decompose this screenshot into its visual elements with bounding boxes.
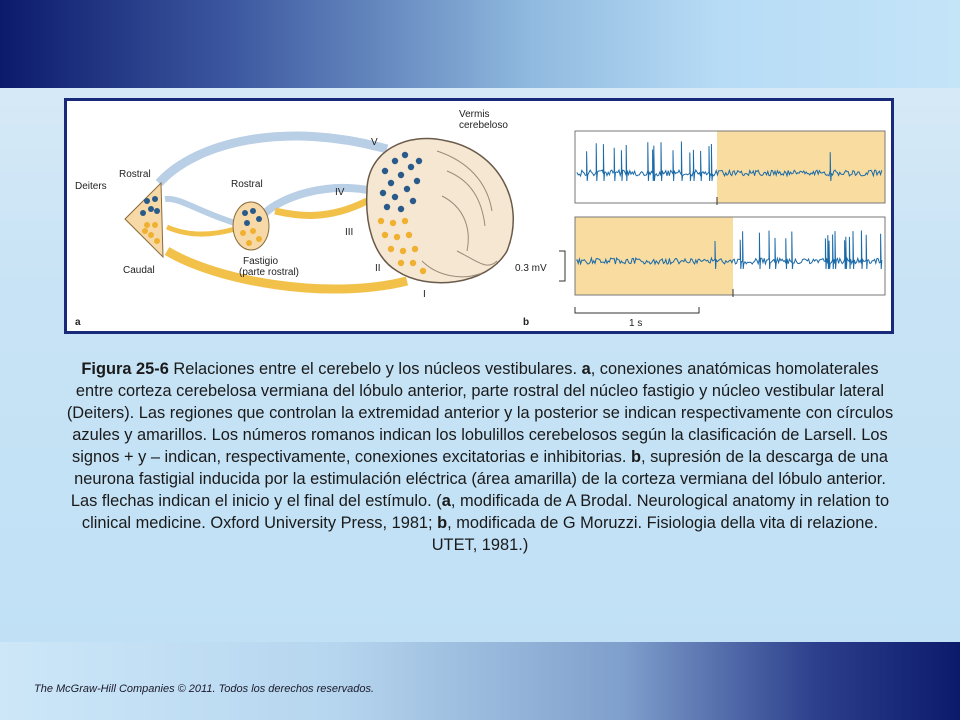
- label-deiters: Deiters: [75, 181, 107, 192]
- caption-segment: Relaciones entre el cerebelo y los núcle…: [173, 360, 581, 378]
- arrow-yellow-to-fastigio: [275, 201, 367, 215]
- label-roman-i: I: [423, 289, 426, 300]
- stim-area-top: [717, 131, 885, 203]
- label-rostral-left: Rostral: [119, 169, 151, 180]
- label-roman-iv: IV: [335, 187, 345, 198]
- label-cerebeloso: cerebeloso: [459, 120, 508, 131]
- arrow-vermis-to-deiters: [159, 136, 387, 183]
- label-roman-iii: III: [345, 227, 353, 238]
- label-roman-v: V: [371, 137, 378, 148]
- label-fastigio: Fastigio: [243, 256, 278, 267]
- copyright-footer: The McGraw-Hill Companies © 2011. Todos …: [34, 683, 374, 695]
- time-scale-bar: [575, 307, 699, 313]
- caption-bold-segment: a: [442, 492, 451, 510]
- panel-b-label: b: [523, 317, 529, 328]
- arrow-fastigio-to-deiters: [165, 199, 235, 223]
- label-vermis: Vermis: [459, 109, 490, 120]
- figure-number: Figura 25-6: [81, 360, 168, 378]
- caption-text: Relaciones entre el cerebelo y los núcle…: [67, 360, 893, 554]
- label-rostral-mid: Rostral: [231, 179, 263, 190]
- caption-bold-segment: a: [582, 360, 591, 378]
- voltage-scale-bar: [559, 251, 565, 281]
- label-caudal: Caudal: [123, 265, 155, 276]
- figure-illustration: Vermis cerebeloso Rostral Deiters Caudal…: [67, 101, 891, 331]
- caption-bold-segment: b: [631, 448, 641, 466]
- figure-image: Vermis cerebeloso Rostral Deiters Caudal…: [64, 98, 894, 334]
- cerebellum-outline: [367, 138, 514, 282]
- stim-area-bottom: [575, 217, 733, 295]
- caption-bold-segment: b: [437, 514, 447, 532]
- label-roman-ii: II: [375, 263, 381, 274]
- header-gradient-band: [0, 0, 960, 88]
- label-time: 1 s: [629, 318, 642, 329]
- footer-gradient-band: [0, 642, 960, 720]
- arrow-fastigio-yellow: [167, 227, 235, 234]
- caption-segment: , modificada de G Moruzzi. Fisiologia de…: [432, 514, 878, 554]
- label-voltage: 0.3 mV: [515, 263, 547, 274]
- label-parte-rostral: (parte rostral): [239, 267, 299, 278]
- deiters-nucleus: [125, 183, 163, 257]
- panel-a-label: a: [75, 317, 81, 328]
- figure-caption: Figura 25-6 Relaciones entre el cerebelo…: [66, 358, 894, 556]
